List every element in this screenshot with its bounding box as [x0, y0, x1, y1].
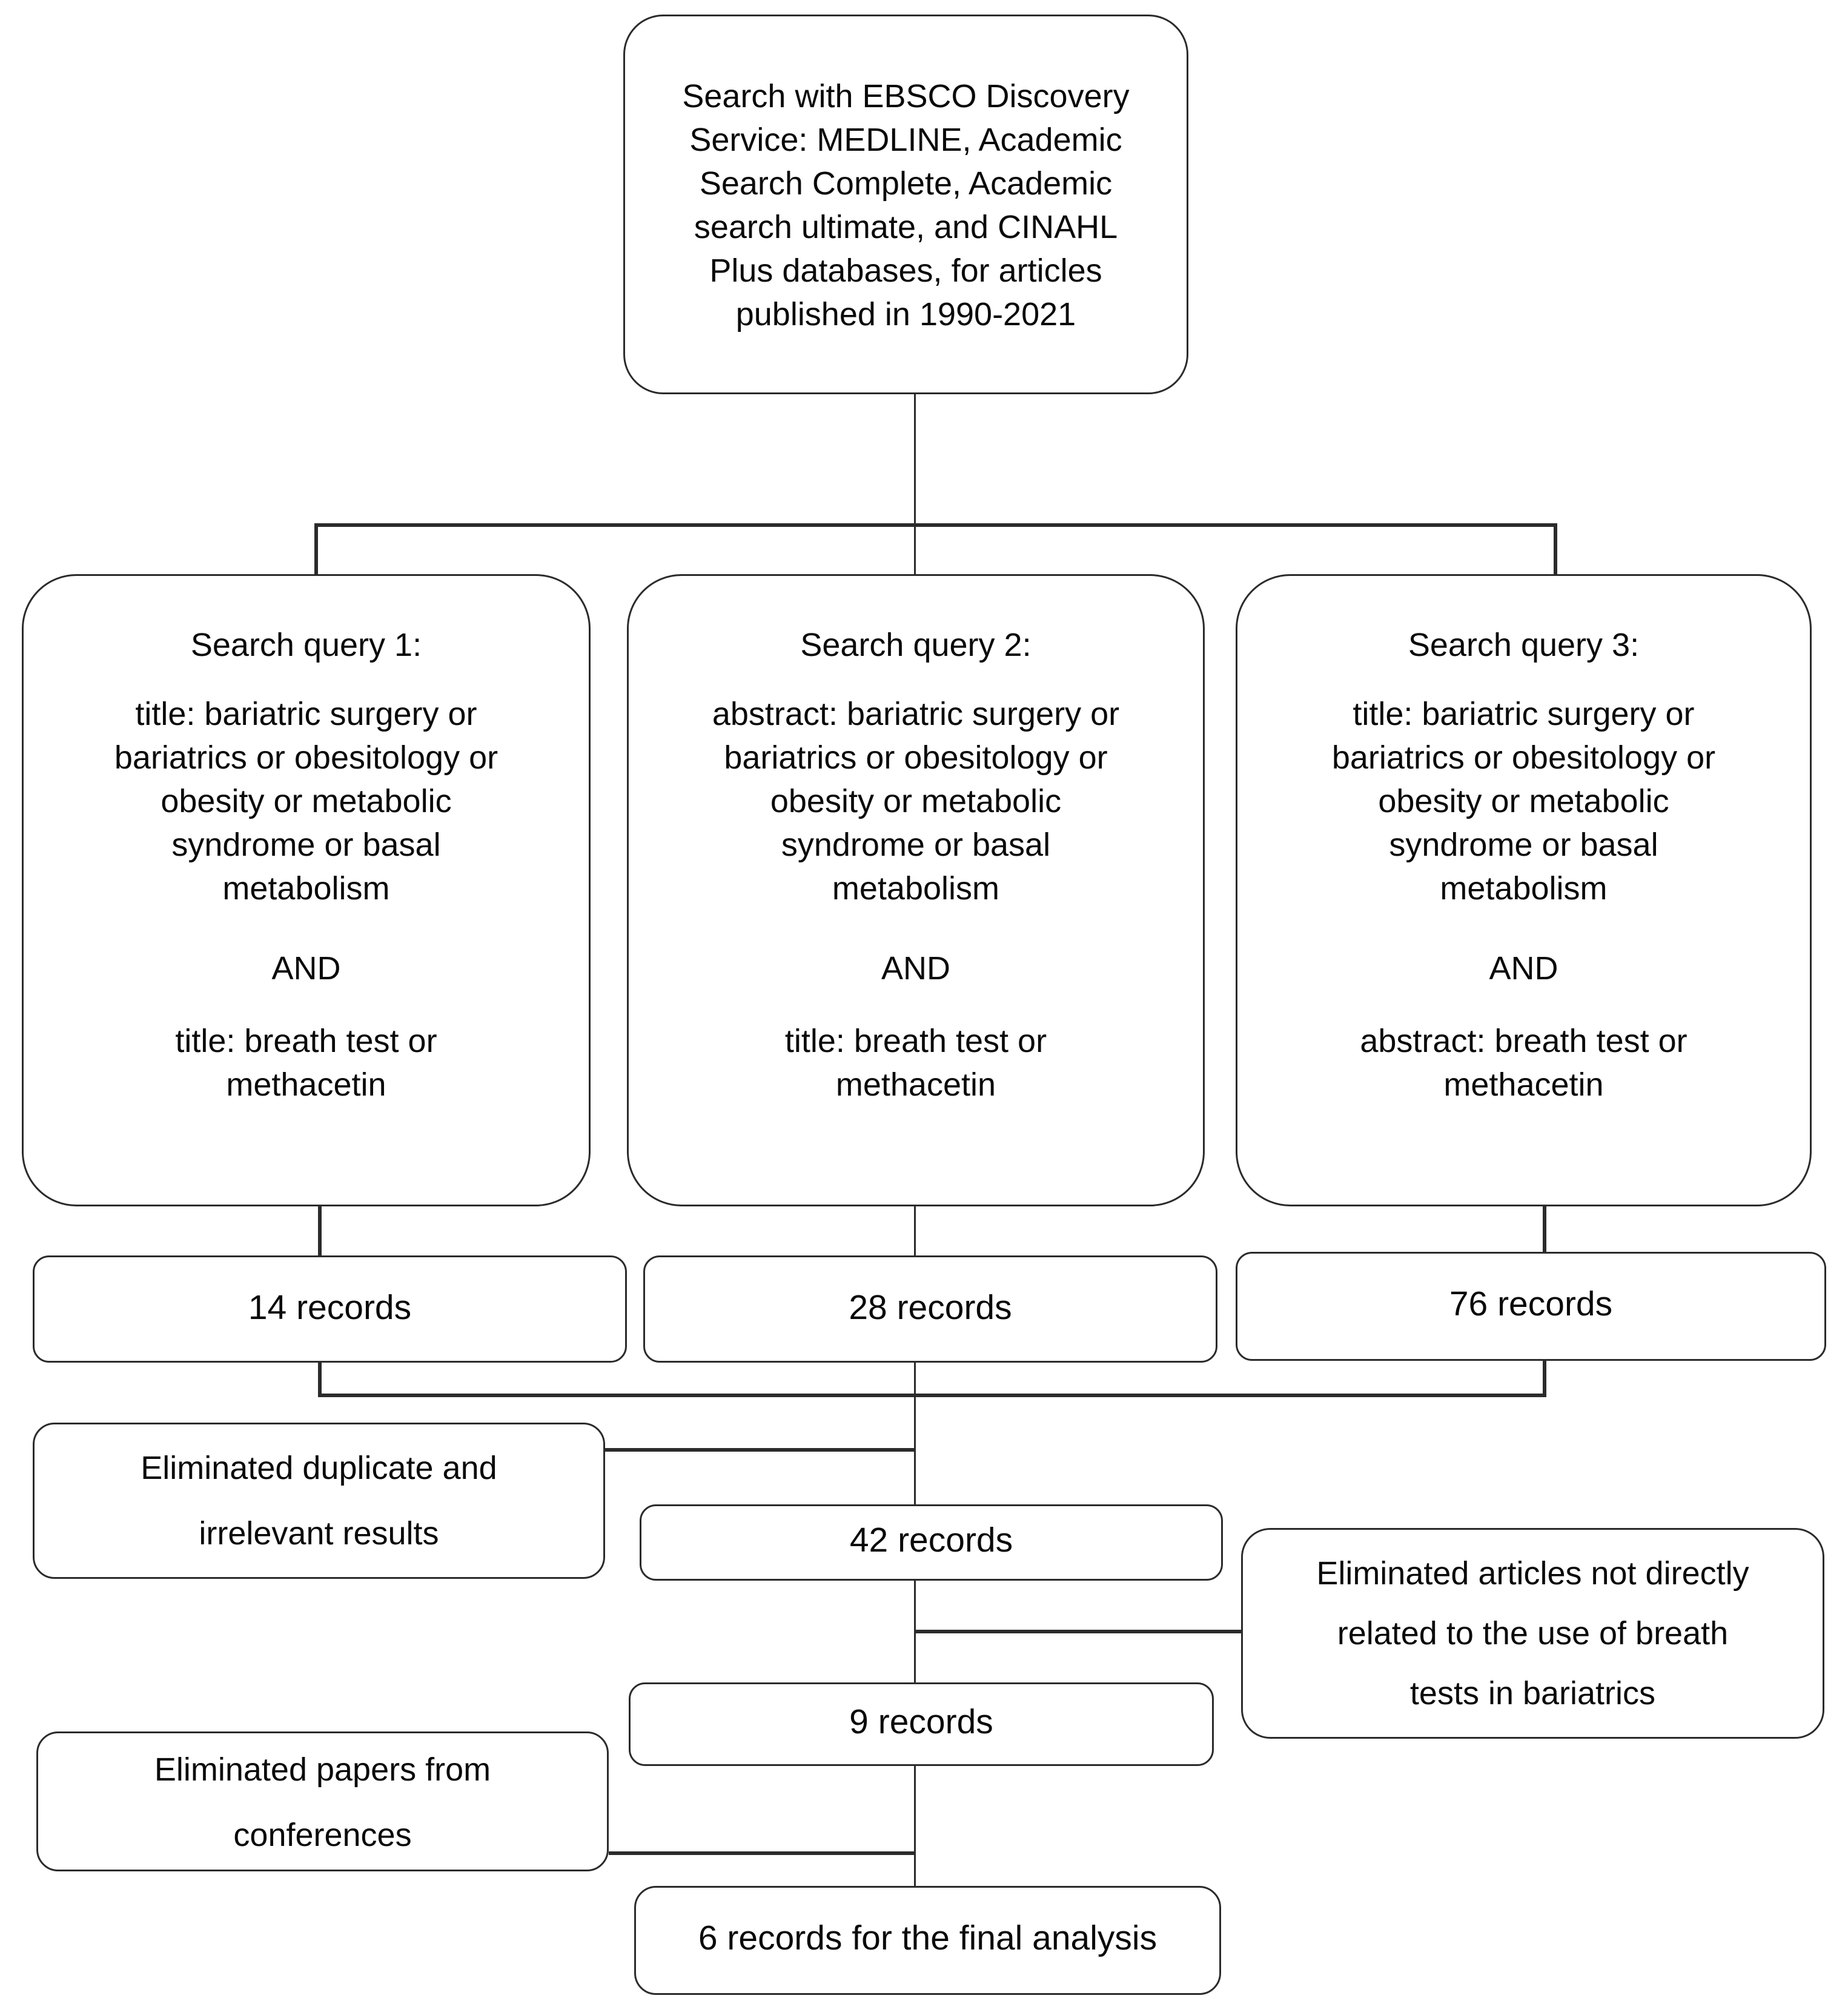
query2-criteria-first: abstract: bariatric surgery or bariatric…: [712, 696, 1120, 907]
connector-query1-records: [318, 1206, 321, 1255]
node-eliminated-conferences: Eliminated papers from conferences: [36, 1731, 609, 1871]
connector-source-down: [913, 394, 916, 523]
query2-operator: AND: [881, 950, 950, 987]
query1-operator: AND: [271, 950, 341, 987]
connector-merged-to-screened: [913, 1581, 916, 1682]
connector-drop-query1: [314, 523, 317, 574]
node-records-14: 14 records: [33, 1255, 627, 1363]
records-42-label: 42 records: [849, 1523, 1013, 1561]
connector-query2-records: [913, 1206, 916, 1255]
node-records-28: 28 records: [643, 1255, 1217, 1363]
node-database-search: Search with EBSCO Discovery Service: MED…: [623, 15, 1188, 394]
query1-criteria-first: title: bariatric surgery or bariatrics o…: [114, 696, 498, 907]
node-search-query-2: Search query 2: abstract: bariatric surg…: [627, 574, 1205, 1206]
query3-criteria-second: abstract: breath test or methacetin: [1360, 1023, 1687, 1103]
database-search-text: Search with EBSCO Discovery Service: MED…: [682, 77, 1130, 332]
connector-screened-to-final: [913, 1766, 916, 1886]
connector-rec76-gather: [1543, 1361, 1546, 1395]
connector-rec14-gather: [318, 1363, 321, 1395]
records-9-label: 9 records: [849, 1704, 993, 1742]
node-records-42: 42 records: [640, 1504, 1223, 1581]
node-records-final: 6 records for the final analysis: [634, 1886, 1221, 1995]
connector-gather: [318, 1392, 1546, 1397]
node-eliminated-duplicates: Eliminated duplicate and irrelevant resu…: [33, 1423, 605, 1579]
connector-eliminated-articles: [916, 1630, 1241, 1634]
node-records-9: 9 records: [629, 1682, 1214, 1766]
connector-drop-query3: [1554, 523, 1557, 574]
connector-eliminated-duplicates: [605, 1448, 913, 1452]
connector-drop-query2: [913, 523, 916, 574]
node-search-query-3: Search query 3: title: bariatric surgery…: [1236, 574, 1812, 1206]
query3-criteria-first: title: bariatric surgery or bariatrics o…: [1331, 696, 1716, 907]
query2-title: Search query 2:: [800, 627, 1032, 663]
eliminated-duplicates-text: Eliminated duplicate and irrelevant resu…: [141, 1450, 497, 1552]
query1-title: Search query 1:: [190, 627, 422, 663]
connector-distributor: [314, 523, 1557, 527]
query3-operator: AND: [1489, 950, 1558, 987]
query1-criteria-second: title: breath test or methacetin: [175, 1023, 437, 1103]
records-14-label: 14 records: [248, 1289, 412, 1328]
records-final-label: 6 records for the final analysis: [698, 1920, 1157, 1959]
node-records-76: 76 records: [1236, 1252, 1826, 1361]
connector-query3-records: [1543, 1206, 1546, 1252]
query2-criteria-second: title: breath test or methacetin: [784, 1023, 1047, 1103]
connector-center-to-merged: [913, 1363, 916, 1504]
connector-eliminated-conferences: [609, 1851, 913, 1856]
records-28-label: 28 records: [849, 1289, 1012, 1328]
eliminated-conferences-text: Eliminated papers from conferences: [154, 1750, 491, 1853]
eliminated-articles-text: Eliminated articles not directly related…: [1316, 1554, 1749, 1711]
query3-title: Search query 3:: [1408, 627, 1640, 663]
node-search-query-1: Search query 1: title: bariatric surgery…: [22, 574, 591, 1206]
records-76-label: 76 records: [1449, 1286, 1613, 1324]
node-eliminated-articles: Eliminated articles not directly related…: [1241, 1528, 1824, 1739]
